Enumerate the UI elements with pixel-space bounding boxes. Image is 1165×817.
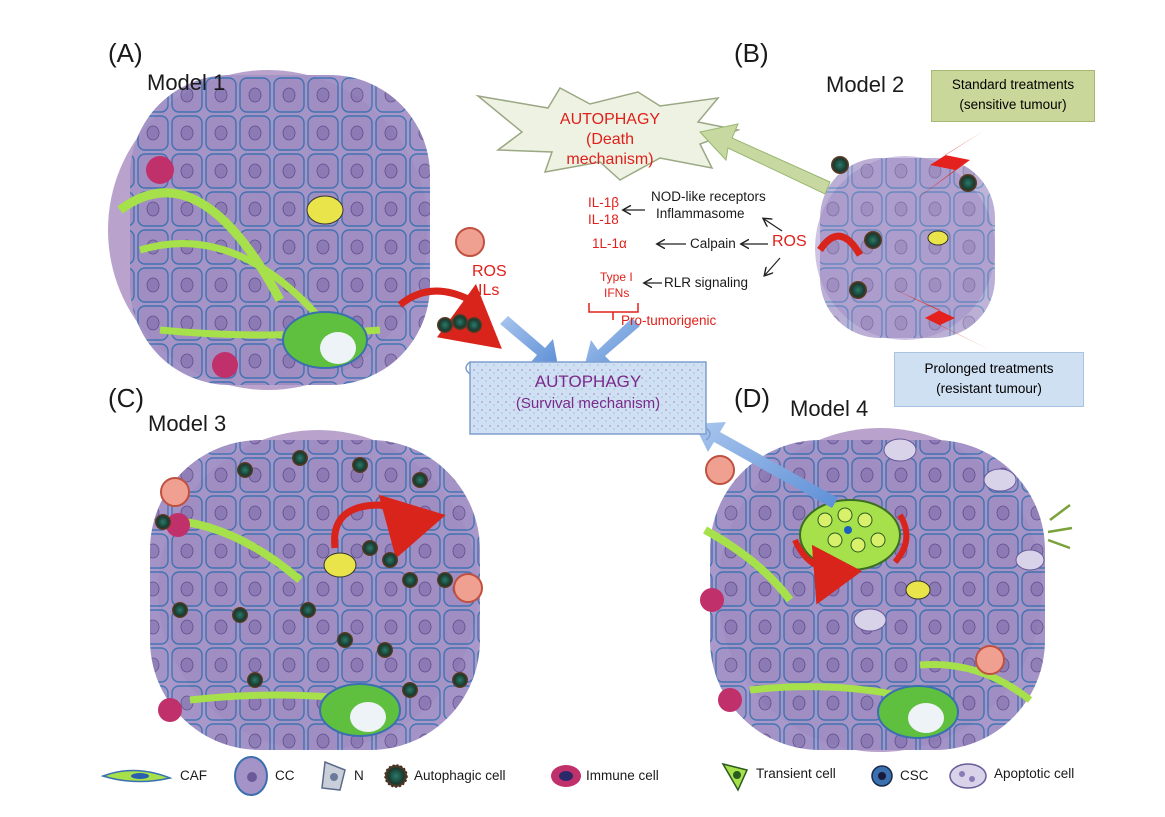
death-mechanism-label: AUTOPHAGY (Death mechanism) (545, 110, 675, 170)
tumour-model-1 (108, 70, 485, 390)
panel-label-a: (A) (108, 38, 143, 68)
il-1a-label: 1L-1α (592, 236, 627, 251)
il-1b-label: IL-1β (588, 195, 620, 210)
standard-treatments-box: Standard treatments (sensitive tumour) (931, 70, 1095, 122)
rlr-signaling-label: RLR signaling (664, 275, 749, 290)
legend-immune-cell: Immune cell (586, 768, 659, 783)
panel-label-c: (C) (108, 383, 145, 413)
ros-ils-line1: ROS (472, 263, 507, 280)
autophagic-cell-icon (384, 764, 408, 788)
lightning-bolt-top (915, 130, 985, 200)
legend-n: N (354, 768, 364, 783)
standard-treatments-line2: (sensitive tumour) (959, 97, 1067, 112)
autophagic-cells-c (155, 450, 468, 698)
death-title: AUTOPHAGY (559, 111, 661, 128)
death-subtitle: (Death mechanism) (566, 131, 654, 168)
pathway-arrows (588, 210, 783, 320)
type-i-label: Type I (600, 270, 633, 284)
tumour-model-2 (815, 156, 995, 340)
il-18-label: IL-18 (588, 212, 619, 227)
prolonged-treatments-line2: (resistant tumour) (936, 381, 1042, 396)
cc-icon (234, 756, 268, 796)
legend-apoptotic-cell: Apoptotic cell (994, 766, 1075, 781)
panel-label-b: (B) (734, 38, 769, 68)
ros-ils-line2: ILs (478, 282, 500, 299)
apoptotic-cells-d (853, 438, 1045, 632)
tumour-model-3 (150, 430, 483, 750)
legend-csc: CSC (900, 768, 929, 783)
green-arrows-d (1047, 504, 1073, 550)
blue-arrows-to-survival (500, 316, 838, 508)
lightning-bolt-bottom (885, 285, 990, 350)
nod-like-receptors-label: NOD-like receptors (651, 189, 766, 204)
model-4-title: Model 4 (790, 396, 869, 421)
apoptotic-cell-icon (949, 763, 987, 789)
ros-ils-label: ROS ILs (472, 262, 507, 300)
calpain-label: Calpain (690, 236, 736, 251)
green-arrow-to-death (699, 123, 831, 195)
survival-scroll (465, 361, 711, 441)
immune-cell-icon (551, 765, 581, 787)
legend-caf: CAF (180, 768, 207, 783)
inflammasome-label: Inflammasome (656, 206, 745, 221)
ifns-label: IFNs (604, 286, 630, 300)
legend-cc: CC (275, 768, 295, 783)
n-icon (321, 760, 346, 791)
caf-icon (100, 769, 173, 783)
autophagic-cluster-a (437, 314, 482, 333)
ros-label: ROS (772, 233, 807, 250)
legend-transient-cell: Transient cell (756, 766, 836, 781)
model-1-title: Model 1 (147, 70, 226, 95)
panel-label-d: (D) (734, 383, 771, 413)
transient-cell-icon (721, 762, 749, 792)
death-starburst (475, 87, 741, 181)
tumour-model-4 (700, 428, 1045, 752)
survival-mechanism-label: AUTOPHAGY (Survival mechanism) (470, 357, 706, 437)
model-3-title: Model 3 (148, 411, 227, 436)
red-cycle-arrow-c (331, 494, 446, 559)
csc-cluster-d (792, 499, 910, 605)
survival-subtitle: (Survival mechanism) (515, 395, 661, 412)
prolonged-treatments-box: Prolonged treatments (resistant tumour) (894, 352, 1084, 407)
legend-autophagic-cell: Autophagic cell (414, 768, 506, 783)
survival-title: AUTOPHAGY (534, 372, 642, 391)
pro-tumorigenic-label: Pro-tumorigenic (621, 313, 717, 328)
standard-treatments-line1: Standard treatments (951, 77, 1075, 92)
model-2-title: Model 2 (826, 72, 905, 97)
prolonged-treatments-line1: Prolonged treatments (924, 361, 1054, 376)
csc-icon (871, 765, 893, 787)
